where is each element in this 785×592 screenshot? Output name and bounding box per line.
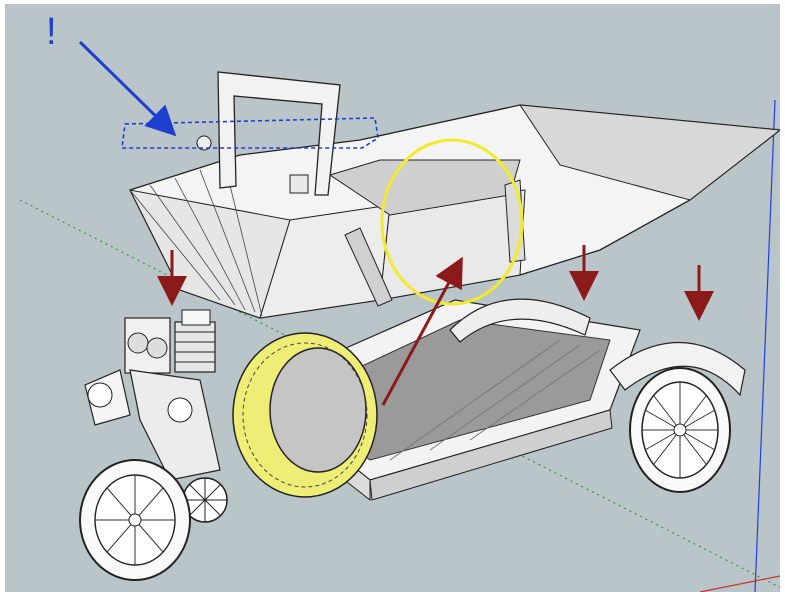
- viewport-frame-right: [780, 0, 785, 592]
- motorcycle-engine[interactable]: [84, 309, 228, 523]
- axes: [19, 99, 785, 592]
- roof-frame[interactable]: [196, 71, 341, 196]
- rear-fender[interactable]: [449, 298, 746, 397]
- selected-tire[interactable]: [232, 332, 378, 498]
- viewport-frame-top: [0, 0, 785, 4]
- selection-outline[interactable]: [121, 117, 379, 149]
- highlight-ring: [380, 138, 524, 306]
- rear-wheel[interactable]: [629, 367, 731, 493]
- arrow-icon: [78, 40, 177, 137]
- viewport-frame-left: [0, 0, 5, 592]
- arrow-icon: [381, 256, 463, 406]
- assembly-arrows: [157, 245, 714, 406]
- annotation-label: !: [46, 11, 57, 53]
- sidecar-body[interactable]: [129, 104, 782, 319]
- front-wheel[interactable]: [79, 459, 191, 581]
